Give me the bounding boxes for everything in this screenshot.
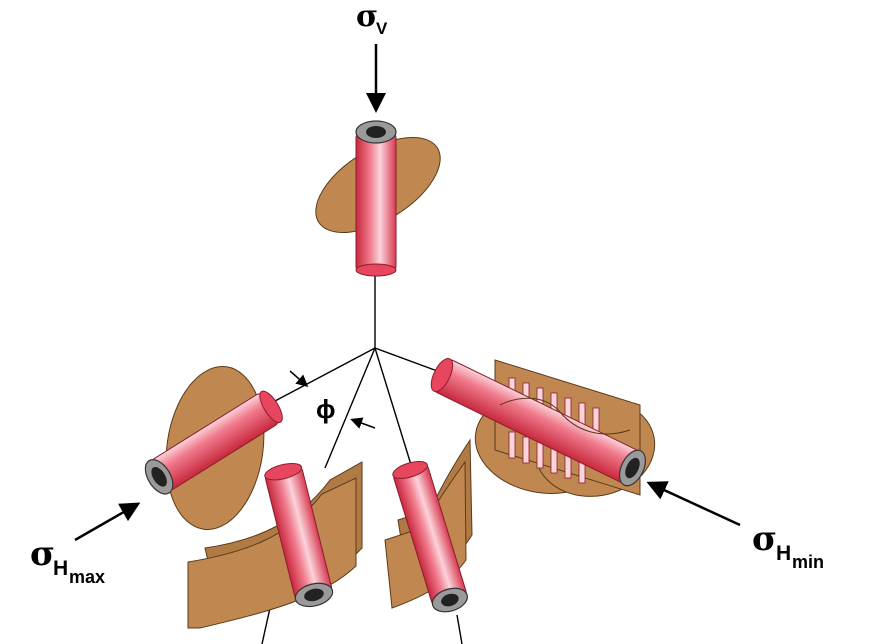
vertical-borehole-group [300,118,456,276]
label-sigma-v: σ V [356,0,388,38]
sigma-v-subscript: V [376,19,388,38]
sigma-h-min-arrow [651,484,740,525]
tensile-crack [523,437,529,463]
sigma-h-max-subscript: H [53,557,68,580]
sigma-h-min-symbol: σ [752,519,777,559]
sigma-h-max-subsubscript: max [69,567,105,587]
hmax-borehole-group [140,360,287,536]
sigma-h-max-symbol: σ [30,534,55,574]
inclined-borehole-right-group [385,440,472,616]
lower-line-2 [457,615,462,644]
sigma-h-max-arrow [75,505,136,540]
sigma-h-min-subscript: H [776,542,791,565]
phi-arrow-upper [290,371,306,385]
sigma-h-min-subsubscript: min [792,552,824,572]
tensile-crack [537,442,543,468]
phi-arrow-lower [353,420,375,428]
label-sigma-h-max: σ H max [30,534,105,587]
vertical-borehole-bottom [356,264,396,276]
phi-label: ϕ [316,394,336,424]
inclined-axis-line-2 [375,348,412,468]
tensile-crack [509,432,515,458]
lower-line-1 [262,608,270,644]
right-axis-line [375,348,440,372]
vertical-borehole [356,132,396,272]
sigma-v-symbol: σ [356,0,378,34]
vertical-borehole-hole [366,126,386,138]
label-sigma-h-min: σ H min [752,519,824,572]
